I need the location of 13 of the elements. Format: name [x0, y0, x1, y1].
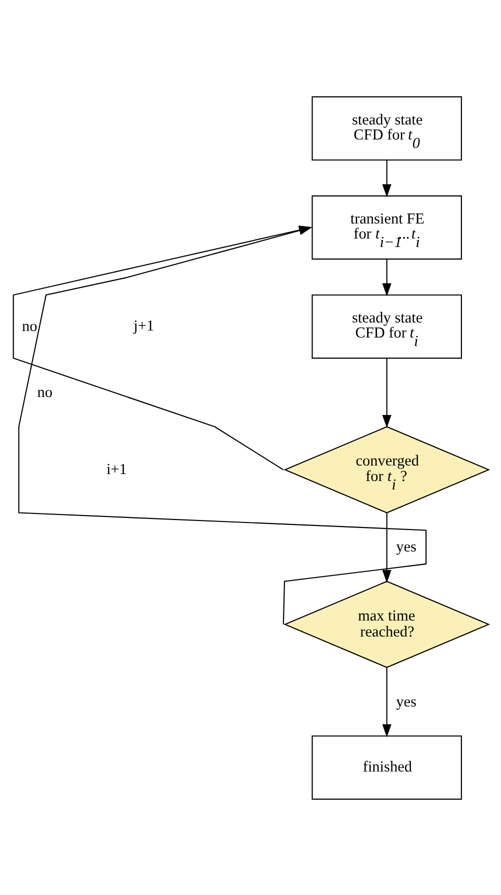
arrow	[382, 666, 391, 737]
node-diamond: max time reached?	[283, 580, 490, 668]
arrow	[382, 358, 391, 428]
edge-label: yes	[396, 538, 416, 556]
edge-label: yes	[396, 692, 416, 710]
label: i+1	[106, 460, 126, 478]
edge-label: no	[22, 318, 37, 335]
arrow	[382, 258, 391, 296]
edge-label: no	[36, 384, 52, 401]
arrow	[382, 512, 391, 583]
node-box: finished	[311, 734, 462, 800]
arrow	[382, 160, 391, 197]
label: j+1	[133, 317, 154, 334]
